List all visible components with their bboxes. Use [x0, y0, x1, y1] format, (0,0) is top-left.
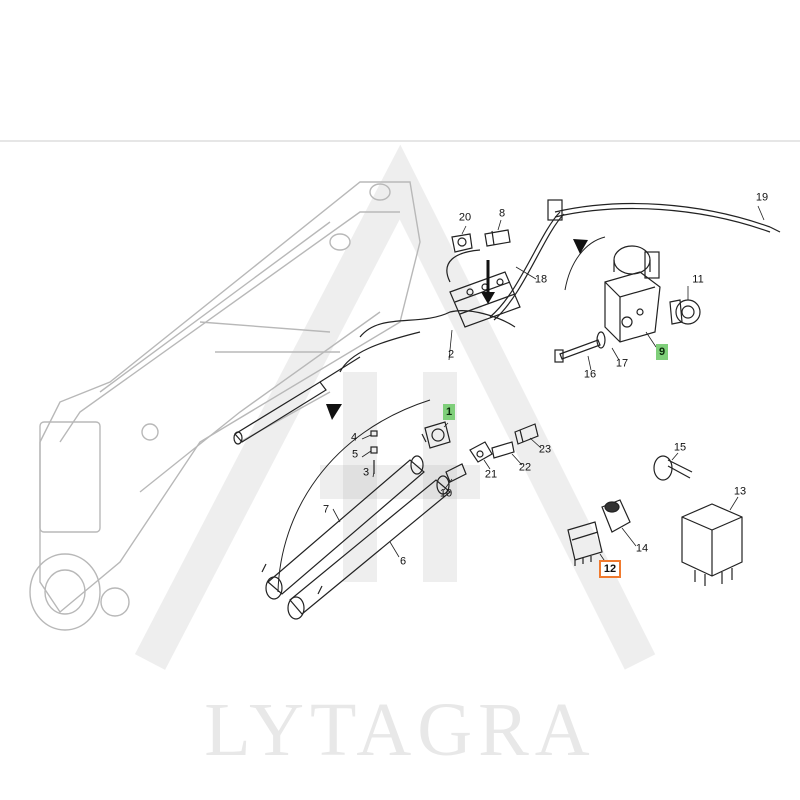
arc-divider-upper	[564, 236, 606, 291]
fittings-10-21-22-23	[445, 423, 539, 483]
callout-22: 22	[518, 461, 532, 474]
callout-12-highlighted[interactable]: 12	[599, 560, 621, 578]
boom-cylinder	[233, 356, 361, 445]
arrow-head-upper	[573, 239, 588, 254]
fittings-20-8	[451, 229, 511, 253]
callout-4: 4	[350, 431, 358, 444]
small-parts-3-4-5	[370, 430, 378, 474]
fitting-11	[669, 299, 701, 325]
parts-diagram: LYTAGRA 20 8 19 18 11 2 17 16 9 1 4 5 3 …	[0, 142, 800, 800]
boom-assembly	[29, 181, 421, 631]
callout-23: 23	[538, 443, 552, 456]
hose-18-19	[489, 199, 781, 321]
switch-cap-14	[601, 499, 631, 533]
arc-divider-lower	[277, 399, 431, 593]
callout-10: 10	[439, 487, 453, 500]
callout-5: 5	[351, 448, 359, 461]
callout-20: 20	[458, 211, 472, 224]
diagram-svg	[29, 144, 781, 670]
accumulator-cylinders	[261, 455, 451, 620]
callout-15: 15	[673, 441, 687, 454]
callout-3: 3	[362, 466, 370, 479]
arrow-head-lower	[326, 404, 342, 420]
callout-8: 8	[498, 207, 506, 220]
callout-11: 11	[692, 273, 704, 286]
switch-12	[567, 521, 603, 566]
callout-18: 18	[534, 273, 548, 286]
callout-14: 14	[635, 542, 649, 555]
callout-19: 19	[755, 191, 769, 204]
callout-21: 21	[484, 468, 498, 481]
callout-16: 16	[583, 368, 597, 381]
relay-13	[681, 503, 743, 586]
arrow-head-valve	[481, 292, 495, 304]
callout-6: 6	[399, 555, 407, 568]
solenoid-valve-9	[604, 245, 661, 343]
callout-13: 13	[733, 485, 747, 498]
callout-7: 7	[322, 503, 330, 516]
watermark-logo	[134, 144, 656, 670]
header-band	[0, 0, 800, 142]
callout-2: 2	[447, 348, 455, 361]
bolt-16-washer-17	[554, 331, 606, 363]
callout-17: 17	[615, 357, 629, 370]
cable-tie-15	[653, 455, 693, 481]
callout-1-highlighted[interactable]: 1	[443, 404, 455, 420]
sensor-1	[421, 421, 451, 449]
callout-9-highlighted[interactable]: 9	[656, 344, 668, 360]
leader-lines	[332, 205, 765, 564]
